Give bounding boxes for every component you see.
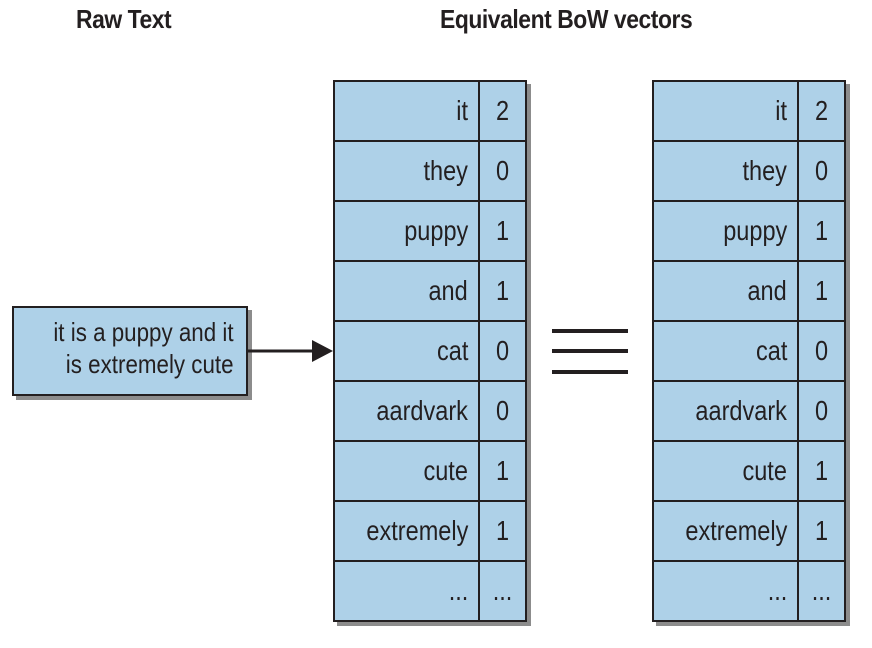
vector-word: cat [755, 335, 787, 366]
raw-text-box: it is a puppy and it is extremely cute [12, 306, 248, 396]
equivalence-icon [552, 329, 628, 374]
vector-row: puppy 1 [654, 202, 844, 262]
vector-word: puppy [403, 215, 468, 246]
arrow-icon [248, 340, 333, 362]
vector-count: ... [492, 575, 513, 606]
vector-word: aardvark [695, 395, 787, 426]
vector-word: ... [767, 575, 787, 606]
vector-word: extremely [685, 515, 787, 546]
vector-row: it 2 [335, 82, 525, 142]
vector-count: 0 [495, 335, 510, 366]
vector-row: cat 0 [335, 322, 525, 382]
vector-word: it [775, 95, 787, 126]
vector-row: cat 0 [654, 322, 844, 382]
raw-text-line-2: is extremely cute [66, 349, 234, 379]
vector-word: puppy [722, 215, 787, 246]
vector-row: ...... [335, 562, 525, 622]
vector-row: and 1 [654, 262, 844, 322]
vector-word: aardvark [376, 395, 468, 426]
vector-row: they 0 [654, 142, 844, 202]
vector-word: extremely [366, 515, 468, 546]
bow-vectors-heading: Equivalent BoW vectors [440, 4, 693, 34]
vector-count: 1 [814, 515, 829, 546]
vector-count: 1 [814, 215, 829, 246]
vector-count: 1 [495, 275, 510, 306]
vector-row: aardvark 0 [654, 382, 844, 442]
vector-count: 0 [814, 155, 829, 186]
vector-word: it [456, 95, 468, 126]
vector-row: they 0 [335, 142, 525, 202]
vector-row: it 2 [654, 82, 844, 142]
vector-count: 0 [495, 155, 510, 186]
vector-count: 1 [814, 275, 829, 306]
vector-row: and 1 [335, 262, 525, 322]
vector-count: 2 [814, 95, 829, 126]
vector-count: 1 [814, 455, 829, 486]
raw-text-content: it is a puppy and it is extremely cute [54, 316, 234, 380]
vector-count: 2 [495, 95, 510, 126]
vector-row: puppy 1 [335, 202, 525, 262]
vector-word: cute [423, 455, 468, 486]
vector-row: extremely 1 [654, 502, 844, 562]
vector-word: and [747, 275, 787, 306]
vector-word: cat [436, 335, 468, 366]
vector-count: ... [811, 575, 832, 606]
vector-word: they [423, 155, 468, 186]
vector-word: they [742, 155, 787, 186]
vector-count: 1 [495, 215, 510, 246]
vector-row: extremely 1 [335, 502, 525, 562]
vector-count: 0 [814, 395, 829, 426]
vector-word: ... [448, 575, 468, 606]
vector-row: aardvark 0 [335, 382, 525, 442]
vector-row: cute 1 [654, 442, 844, 502]
vector-word: and [428, 275, 468, 306]
vector-count: 0 [814, 335, 829, 366]
vector-word: cute [742, 455, 787, 486]
vector-count: 1 [495, 455, 510, 486]
bow-vector-2: it 2 they 0 puppy 1 and 1 cat 0 aardvark 0 cut… [652, 80, 846, 622]
vector-count: 1 [495, 515, 510, 546]
raw-text-heading: Raw Text [76, 4, 172, 34]
vector-row: ...... [654, 562, 844, 622]
raw-text-line-1: it is a puppy and it [53, 317, 234, 347]
bow-vector-1: it 2 they 0 puppy 1 and 1 cat 0 aardvark 0 cut… [333, 80, 527, 622]
vector-2-column-divider [797, 82, 799, 620]
vector-count: 0 [495, 395, 510, 426]
vector-1-column-divider [478, 82, 480, 620]
vector-row: cute 1 [335, 442, 525, 502]
